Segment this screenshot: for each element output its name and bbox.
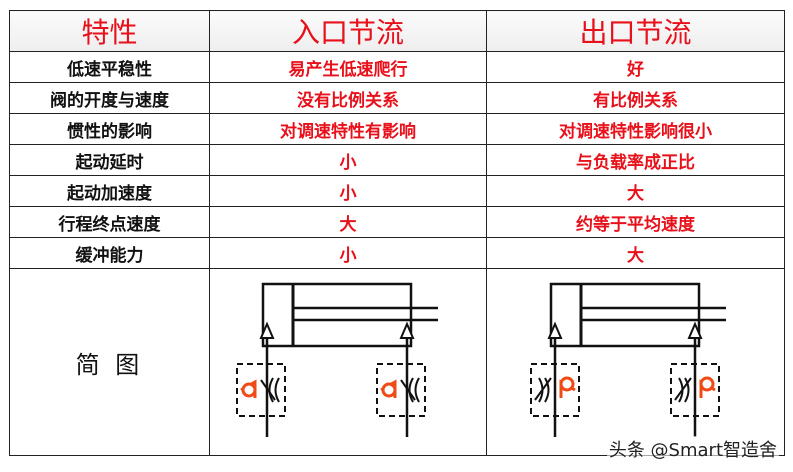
table-row: 低速平稳性 易产生低速爬行 好 [9,51,785,83]
left-port-arrow-icon [259,321,275,339]
header-characteristic: 特性 [9,10,210,52]
table-row: 起动加速度 小 大 [9,175,785,207]
row-label: 低速平稳性 [9,51,210,83]
inlet-value: 大 [209,206,487,238]
right-port-arrow-icon [686,321,703,339]
inlet-throttling-diagram-cell [209,268,487,456]
inlet-value: 小 [209,144,487,176]
outlet-value: 约等于平均速度 [486,206,785,238]
row-label: 行程终点速度 [9,206,210,238]
outlet-value: 大 [486,237,785,269]
outlet-value: 大 [486,175,785,207]
header-row: 特性 入口节流 出口节流 [9,10,785,52]
inlet-value: 小 [209,237,487,269]
header-outlet-throttling: 出口节流 [486,10,785,52]
outlet-value: 有比例关系 [486,82,785,114]
outlet-throttling-diagram-cell [486,268,785,456]
table-row: 行程终点速度 大 约等于平均速度 [9,206,785,238]
row-label: 阀的开度与速度 [9,82,210,114]
table-row: 惯性的影响 对调速特性有影响 对调速特性影响很小 [9,113,785,145]
table-row: 缓冲能力 小 大 [9,237,785,269]
table-row: 阀的开度与速度 没有比例关系 有比例关系 [9,82,785,114]
outlet-value: 与负载率成正比 [486,144,785,176]
inlet-value: 易产生低速爬行 [209,51,487,83]
comparison-table: 特性 入口节流 出口节流 低速平稳性 易产生低速爬行 好 阀的开度与速度 没有比… [9,10,785,456]
outlet-throttling-circuit-diagram [529,282,726,437]
left-port-arrow-icon [546,321,563,339]
row-label: 缓冲能力 [9,237,210,269]
inlet-value: 没有比例关系 [209,82,487,114]
cylinder-barrel [261,282,413,348]
table-row: 起动延时 小 与负载率成正比 [9,144,785,176]
inlet-value: 小 [209,175,487,207]
inlet-value: 对调速特性有影响 [209,113,487,145]
diagram-row: 简 图 [9,268,785,456]
row-label: 惯性的影响 [9,113,210,145]
right-throttle-check-valve-icon [669,363,720,417]
right-port-arrow-icon [399,321,415,339]
cylinder-barrel [549,282,700,348]
left-throttle-check-valve-icon [529,363,580,417]
row-label: 起动延时 [9,144,210,176]
row-label: 起动加速度 [9,175,210,207]
outlet-value: 对调速特性影响很小 [486,113,785,145]
header-inlet-throttling: 入口节流 [209,10,487,52]
inlet-throttling-circuit-diagram [236,282,438,437]
diagram-label: 简 图 [9,268,210,456]
left-throttle-check-valve-icon [236,363,286,417]
watermark: 头条 @Smart智造舍 [606,436,779,462]
right-throttle-check-valve-icon [376,363,426,417]
outlet-value: 好 [486,51,785,83]
